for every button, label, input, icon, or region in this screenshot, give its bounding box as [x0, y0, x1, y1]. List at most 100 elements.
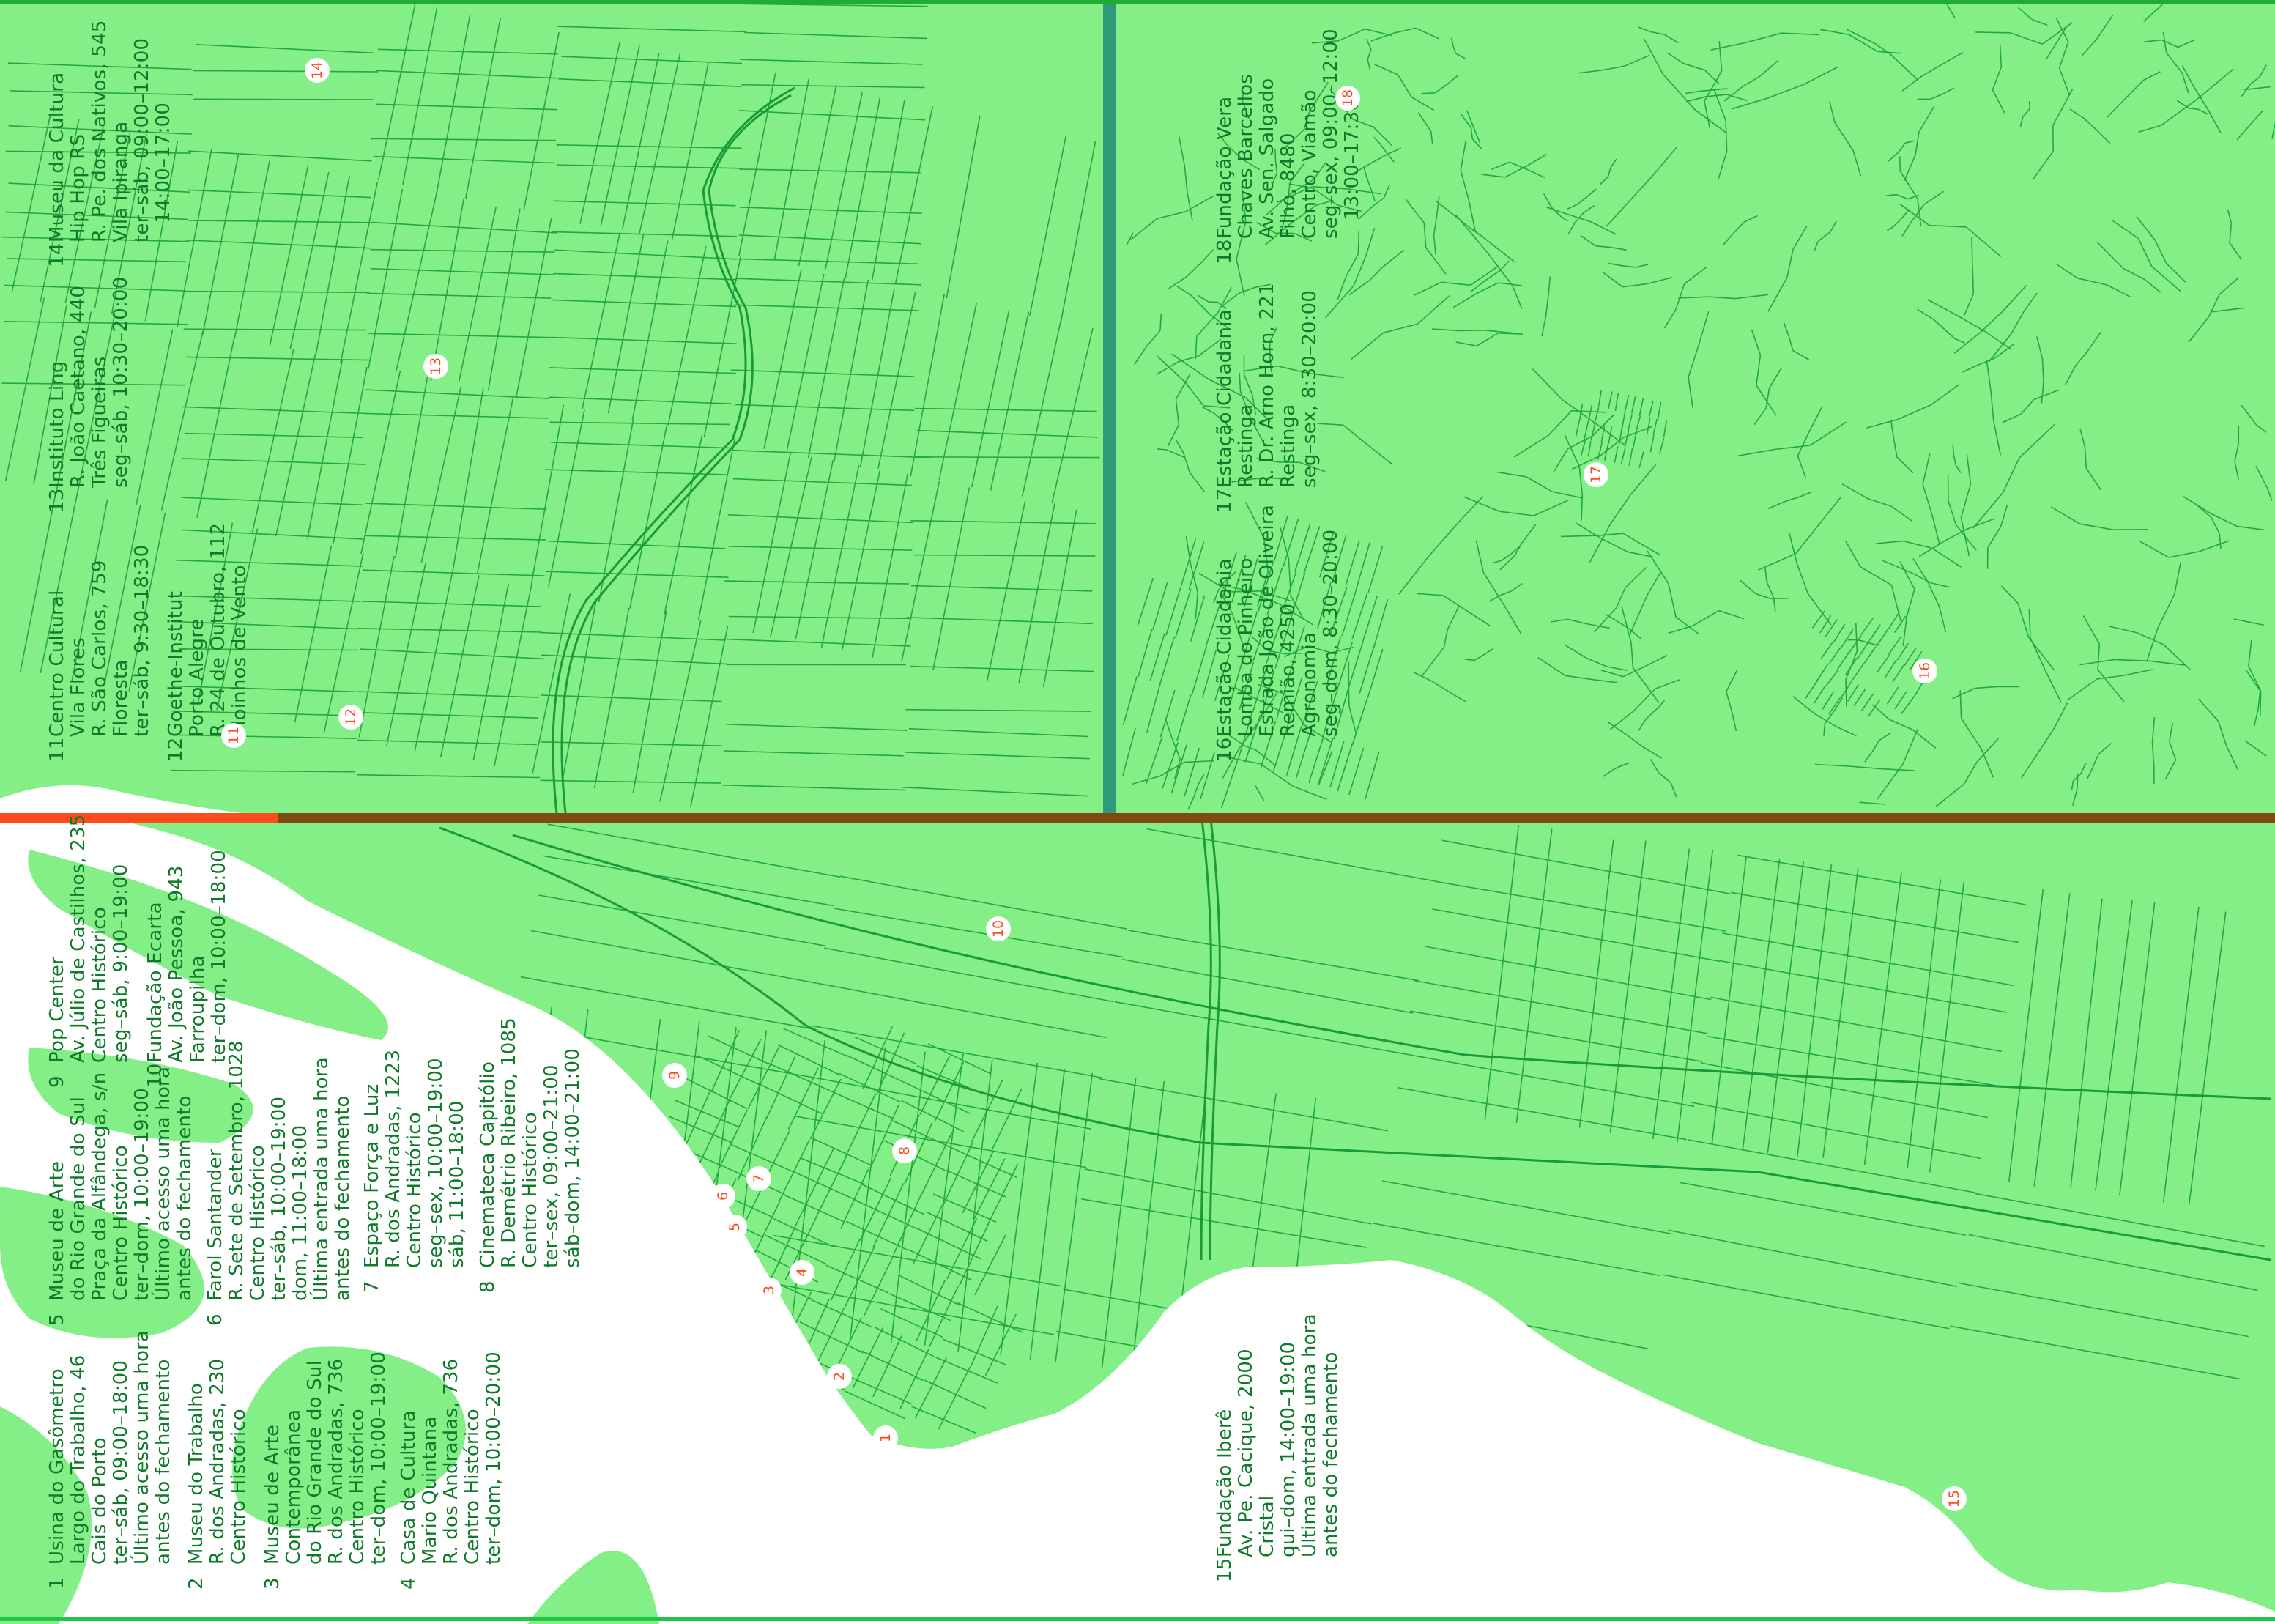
map-marker-14[interactable]: 14: [305, 58, 330, 83]
map-marker-10[interactable]: 10: [986, 916, 1011, 941]
street-segment: [1481, 174, 1505, 178]
street-segment: [2210, 307, 2244, 313]
map-marker-16[interactable]: 16: [1912, 659, 1937, 683]
street-segment: [7, 62, 192, 70]
street-segment: [1730, 891, 2019, 943]
street-segment: [1263, 538, 1269, 572]
street-segment: [834, 908, 1124, 958]
street-segment: [812, 1025, 1102, 1078]
map-marker-9[interactable]: 9: [662, 1063, 687, 1088]
street-segment: [1217, 133, 1229, 147]
street-segment: [234, 160, 270, 338]
street-segment: [1707, 1036, 1994, 1086]
map-marker-17[interactable]: 17: [1584, 462, 1608, 487]
street-segment: [908, 1249, 973, 1281]
street-segment: [1628, 617, 1638, 636]
map-marker-3[interactable]: 3: [757, 1278, 782, 1302]
street-segment: [1423, 223, 1427, 248]
street-segment: [732, 478, 913, 486]
street-segment: [1258, 683, 1285, 695]
street-segment: [1622, 666, 1645, 678]
street-segment: [1960, 483, 1972, 519]
street-segment: [1701, 1062, 1988, 1119]
street-segment: [1630, 464, 1657, 496]
street-segment: [1662, 73, 1696, 111]
street-segment: [549, 421, 730, 426]
street-segment: [1274, 160, 1278, 173]
street-segment: [1955, 524, 1977, 551]
street-segment: [1845, 541, 1861, 568]
street-segment: [1931, 383, 1960, 406]
map-marker-7[interactable]: 7: [746, 1166, 771, 1191]
street-segment: [1475, 540, 1485, 573]
venue-address: R. Pe. dos Nativos, 545: [89, 20, 111, 242]
map-marker-11[interactable]: 11: [221, 723, 246, 748]
street-segment: [1852, 149, 1862, 177]
street-segment: [845, 1094, 876, 1157]
street-segment: [547, 409, 585, 587]
street-segment: [1159, 689, 1176, 738]
map-marker-1[interactable]: 1: [873, 1425, 898, 1450]
street-segment: [908, 727, 1088, 738]
street-segment: [2163, 644, 2192, 671]
horizontal-divider-band: [0, 813, 2275, 823]
street-segment: [1624, 395, 1630, 413]
map-marker-6[interactable]: 6: [710, 1184, 735, 1209]
street-segment: [690, 625, 729, 808]
street-segment: [1337, 276, 1347, 300]
street-segment: [986, 500, 1026, 681]
map-marker-8[interactable]: 8: [892, 1138, 917, 1163]
street-segment: [170, 769, 355, 773]
street-segment: [1195, 336, 1198, 360]
street-segment: [2198, 698, 2219, 722]
street-segment: [1658, 772, 1671, 783]
street-segment: [1324, 285, 1354, 319]
street-segment: [2261, 477, 2268, 490]
street-segment: [1189, 472, 1206, 493]
map-marker-2[interactable]: 2: [827, 1364, 852, 1389]
northwest-shore-water: [0, 785, 242, 813]
street-segment: [1244, 557, 1258, 607]
street-segment: [1348, 747, 1365, 796]
street-segment: [1620, 448, 1626, 465]
street-segment: [1999, 44, 2003, 67]
street-segment: [1341, 589, 1357, 637]
street-segment: [1138, 629, 1153, 677]
street-segment: [1899, 156, 1901, 171]
street-segment: [1923, 190, 1945, 205]
street-segment: [1326, 636, 1342, 686]
street-segment: [1256, 571, 1269, 607]
map-marker-18[interactable]: 18: [1335, 86, 1360, 111]
street-segment: [1255, 749, 1276, 765]
map-marker-13[interactable]: 13: [423, 354, 448, 379]
street-segment: [1280, 571, 1297, 618]
street-segment: [548, 540, 726, 549]
street-segment: [1766, 582, 1775, 598]
street-segment: [1652, 147, 1678, 176]
street-segment: [370, 248, 555, 253]
map-marker-5[interactable]: 5: [722, 1215, 747, 1239]
street-segment: [1365, 228, 1376, 256]
street-segment: [1833, 697, 1844, 712]
street-segment: [1608, 391, 1613, 409]
street-segment: [2000, 585, 2019, 604]
map-marker-4[interactable]: 4: [790, 1260, 814, 1285]
street-segment: [1251, 637, 1269, 651]
street-segment: [1896, 193, 1908, 200]
legend-number: 4: [398, 1577, 420, 1590]
street-segment: [1684, 267, 1707, 285]
street-segment: [579, 42, 620, 224]
street-segment: [1175, 374, 1191, 400]
street-segment: [1912, 729, 1937, 749]
map-marker-15[interactable]: 15: [1942, 1486, 1967, 1511]
street-segment: [1929, 224, 1967, 228]
map-marker-12[interactable]: 12: [338, 705, 363, 730]
street-segment: [1649, 434, 1655, 453]
street-segment: [1122, 958, 1414, 1014]
street-segment: [2097, 130, 2111, 144]
street-segment: [394, 377, 428, 559]
street-segment: [1726, 670, 1738, 692]
street-segment: [1994, 344, 2015, 359]
street-segment: [557, 26, 746, 33]
